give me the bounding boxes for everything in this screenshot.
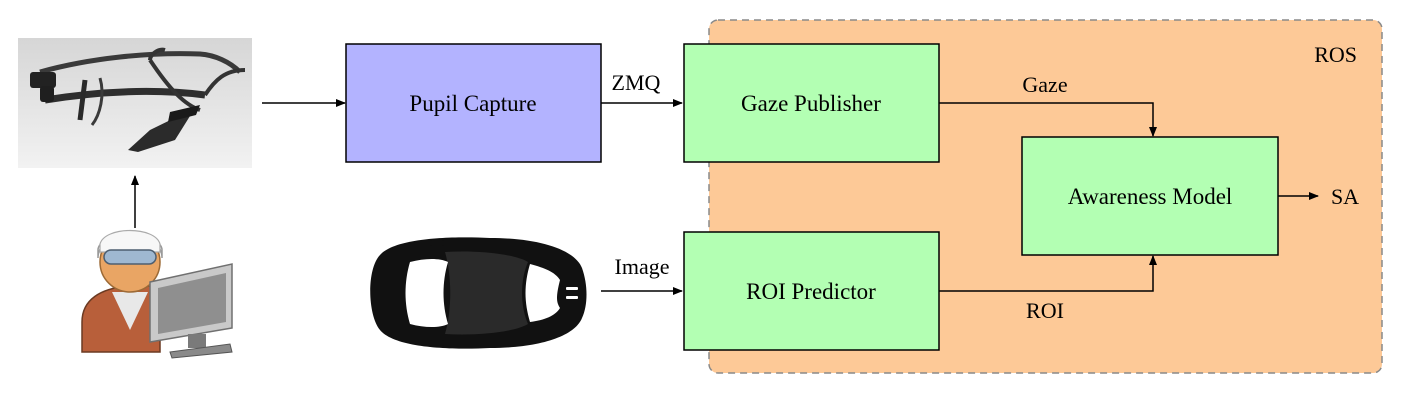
edge-roi xyxy=(939,255,1157,292)
roi-predictor-box xyxy=(683,231,940,351)
eye-tracking-glasses-icon xyxy=(18,38,252,168)
edge-label-image: Image xyxy=(615,254,670,279)
node-pupil-capture: Pupil Capture xyxy=(345,43,602,163)
gaze-publisher-label: Gaze Publisher xyxy=(741,91,881,116)
car-top-view-icon xyxy=(370,237,587,349)
edge-label-gaze: Gaze xyxy=(1022,72,1067,97)
operator-at-computer-icon xyxy=(81,229,233,359)
node-gaze-publisher: Gaze Publisher xyxy=(683,43,940,163)
edge-label-sa: SA xyxy=(1331,184,1359,209)
edge-gaze xyxy=(939,102,1157,137)
ros-label: ROS xyxy=(1314,42,1357,67)
awareness-model-label: Awareness Model xyxy=(1068,184,1233,209)
awareness-model-box xyxy=(1021,136,1279,256)
pupil-capture-box xyxy=(345,43,602,163)
edge-label-roi: ROI xyxy=(1026,298,1064,323)
gaze-publisher-box xyxy=(683,43,940,163)
roi-predictor-label: ROI Predictor xyxy=(746,279,876,304)
pupil-capture-label: Pupil Capture xyxy=(409,91,536,116)
node-roi-predictor: ROI Predictor xyxy=(683,231,940,351)
node-awareness-model: Awareness Model xyxy=(1021,136,1279,256)
edge-label-zmq: ZMQ xyxy=(612,70,661,95)
